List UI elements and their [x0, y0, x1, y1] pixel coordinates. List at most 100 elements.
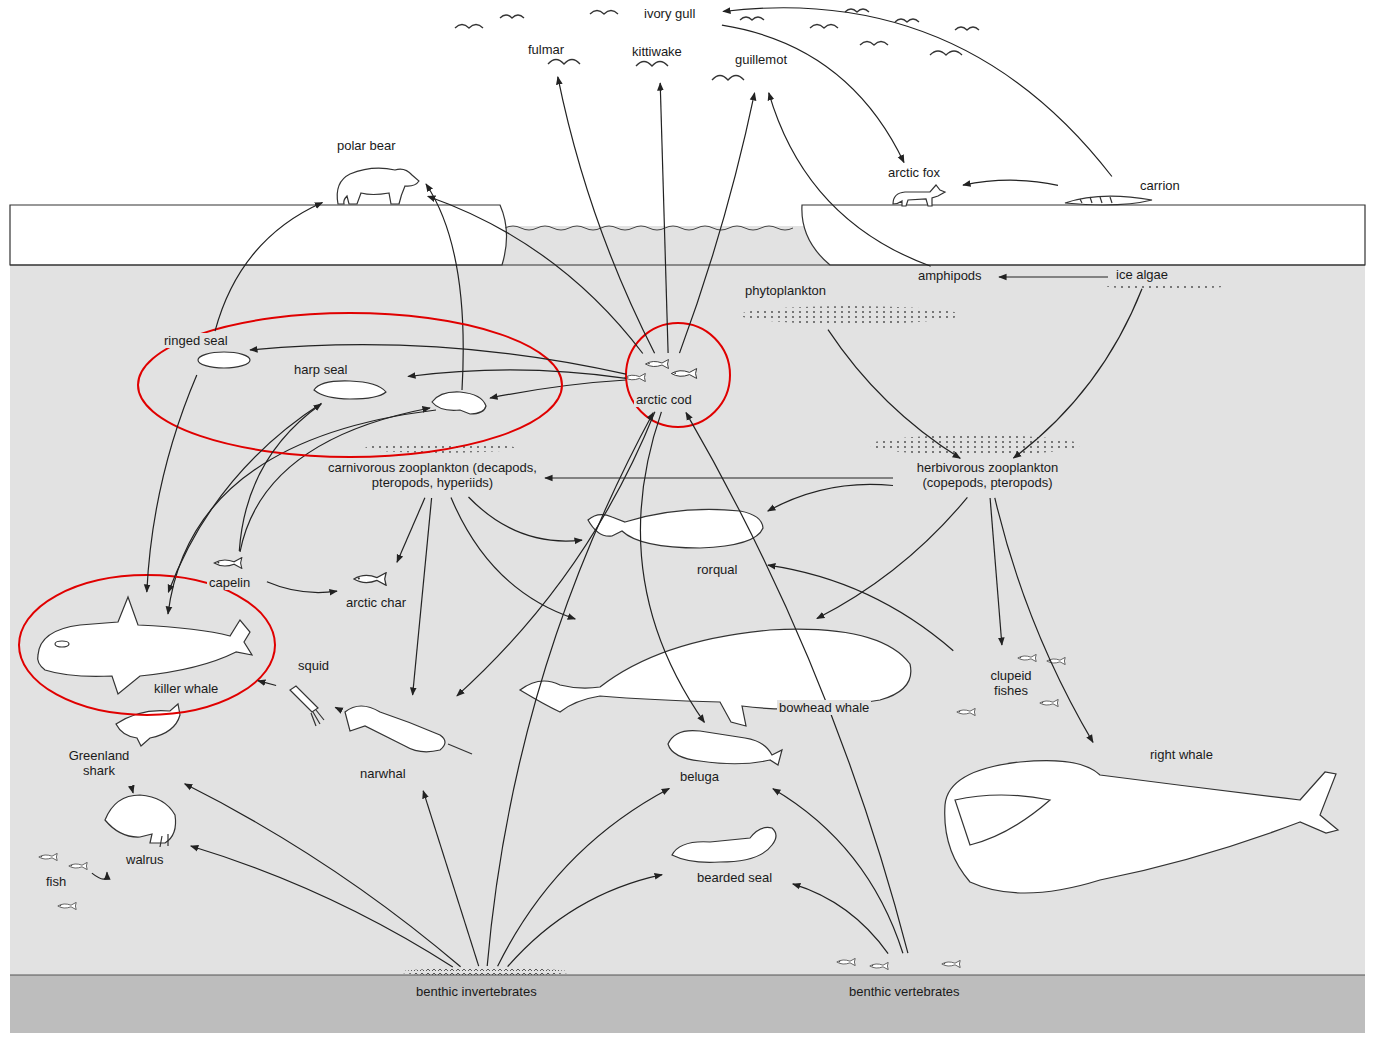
- food-arrow: [267, 582, 337, 593]
- organism-node: ivory gull: [640, 4, 720, 26]
- food-arrow: [408, 370, 626, 379]
- organism-label: walrus: [124, 852, 166, 867]
- organism-label: beluga: [678, 769, 721, 784]
- organism-node: fulmar: [522, 38, 584, 74]
- organism-label: kittiwake: [630, 44, 684, 59]
- food-arrow: [147, 375, 197, 592]
- organism-label: killer whale: [152, 681, 220, 696]
- organism-node: benthic vertebrates: [845, 955, 985, 1003]
- organism-node: arctic cod: [628, 355, 710, 410]
- food-arrow: [828, 330, 960, 459]
- organism-node: guillemot: [705, 48, 815, 90]
- food-arrow: [413, 498, 432, 695]
- food-arrow: [258, 681, 276, 686]
- organism-node: beluga: [665, 725, 785, 787]
- organism-label: ringed seal: [162, 333, 230, 348]
- water-surface: [505, 226, 793, 230]
- ice-algae-band: [1105, 283, 1225, 289]
- organism-node: arctic fox: [880, 165, 960, 211]
- food-arrow: [768, 484, 893, 511]
- seabed: [10, 975, 1365, 1033]
- food-arrow: [508, 875, 662, 967]
- organism-label: phytoplankton: [743, 283, 828, 298]
- food-arrow: [451, 498, 575, 619]
- food-arrow: [686, 413, 908, 954]
- organism-label: arctic char: [344, 595, 408, 610]
- organism-label: Greenland shark: [62, 748, 136, 778]
- organism-label: harp seal: [292, 362, 349, 377]
- organism-label: herbivorous zooplankton (copepods, ptero…: [895, 460, 1080, 490]
- food-arrow: [723, 8, 1112, 177]
- organism-label: fish: [44, 874, 68, 889]
- organism-node: clupeid fishes: [955, 648, 1055, 720]
- zooplankton-cloud: [870, 435, 1080, 455]
- animals: [38, 168, 1338, 893]
- food-arrow: [680, 93, 755, 353]
- organism-node: carrion: [1060, 178, 1195, 210]
- organism-node: ringed seal: [162, 333, 247, 373]
- ice-floe: [802, 205, 1365, 265]
- organism-node: carnivorous zooplankton (decapods, ptero…: [325, 460, 542, 496]
- food-arrow: [773, 789, 903, 954]
- food-arrow: [92, 872, 107, 879]
- food-arrow: [132, 788, 133, 793]
- food-arrow: [558, 77, 655, 353]
- organism-node: bearded seal: [665, 820, 790, 892]
- food-arrow: [191, 846, 453, 967]
- food-arrow: [487, 413, 653, 966]
- organism-node: capelin: [205, 553, 265, 595]
- food-arrow: [817, 497, 968, 618]
- organism-label: amphipods: [916, 268, 984, 283]
- organism-node: rorqual: [585, 500, 765, 585]
- organism-label: bearded seal: [695, 870, 774, 885]
- organism-node: harp seal: [290, 362, 405, 402]
- organism-label: benthic invertebrates: [414, 984, 539, 999]
- food-arrow: [722, 25, 904, 162]
- organism-label: ivory gull: [642, 6, 697, 21]
- organism-label: clupeid fishes: [981, 668, 1041, 698]
- organism-label: ice algae: [1114, 267, 1170, 282]
- organism-node: killer whale: [30, 595, 255, 705]
- food-arrow: [1014, 289, 1143, 458]
- organism-node: walrus: [98, 790, 188, 870]
- organism-label: fulmar: [526, 42, 566, 57]
- food-arrow: [457, 412, 655, 696]
- food-arrow: [428, 196, 643, 353]
- food-arrow: [660, 83, 668, 353]
- organism-label: carrion: [1138, 178, 1182, 193]
- organism-label: arctic cod: [634, 392, 694, 407]
- food-arrow: [963, 180, 1058, 185]
- organism-node: ice algae: [1110, 267, 1185, 287]
- food-arrow: [995, 498, 1093, 743]
- food-arrow: [498, 789, 670, 967]
- organism-node: phytoplankton: [735, 283, 885, 328]
- organism-label: polar bear: [335, 138, 398, 153]
- food-arrow: [768, 565, 953, 651]
- organism-node: fish: [34, 850, 90, 912]
- food-arrow: [168, 403, 321, 592]
- organism-label: bowhead whale: [777, 700, 871, 715]
- food-arrow: [335, 707, 340, 709]
- organism-label: squid: [296, 658, 331, 673]
- food-arrow: [793, 884, 888, 954]
- organism-node: right whale: [940, 745, 1340, 905]
- organism-node: benthic invertebrates: [410, 968, 560, 1004]
- food-arrow: [423, 791, 479, 966]
- organism-node: kittiwake: [612, 40, 707, 80]
- food-arrow: [545, 477, 893, 478]
- organism-label: right whale: [1148, 747, 1215, 762]
- organism-node: narwhal: [338, 698, 478, 788]
- organism-label: carnivorous zooplankton (decapods, ptero…: [325, 460, 540, 490]
- food-arrow: [215, 203, 322, 332]
- food-arrow: [397, 498, 425, 562]
- ice-floe: [10, 205, 507, 265]
- phytoplankton-cloud: [740, 306, 960, 324]
- food-arrow: [999, 276, 1108, 277]
- organism-node: polar bear: [325, 138, 425, 210]
- benthos-bed: [400, 968, 570, 976]
- fishes: [39, 360, 1065, 970]
- organism-label: narwhal: [358, 766, 408, 781]
